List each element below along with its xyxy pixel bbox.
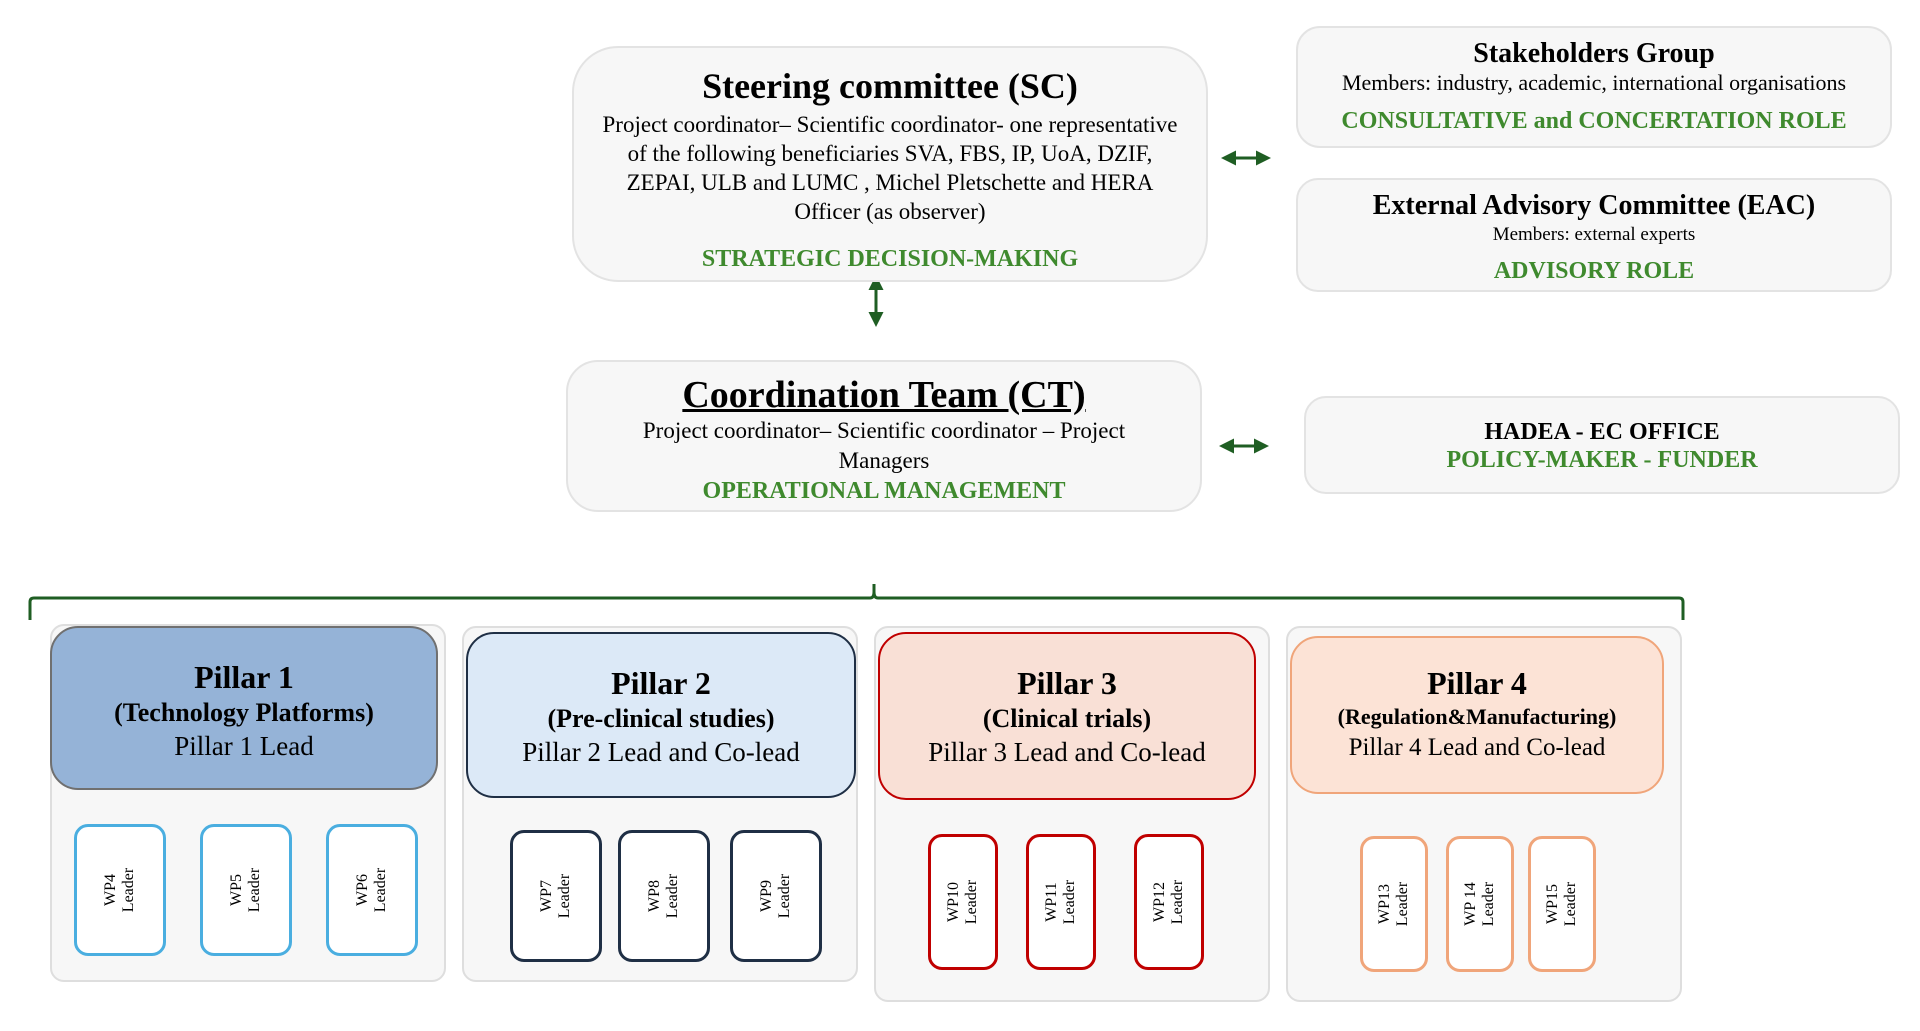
sc-title: Steering committee (SC) xyxy=(702,66,1078,106)
wp5-role: Leader xyxy=(246,867,263,913)
external-advisory-committee-box: External Advisory Committee (EAC) Member… xyxy=(1296,178,1892,292)
ct-description: Project coordinator– Scientific coordina… xyxy=(642,418,1126,473)
wp10-role: Leader xyxy=(963,879,980,925)
wp12-label: WP12 xyxy=(1151,882,1168,922)
wp12-role: Leader xyxy=(1169,879,1186,925)
pillar3-title: Pillar 3 xyxy=(1017,665,1117,701)
pillar1-subtitle: (Technology Platforms) xyxy=(114,698,374,727)
pillar3-subtitle: (Clinical trials) xyxy=(982,704,1152,733)
ct-title: Coordination Team (CT) xyxy=(682,374,1086,416)
hadea-title: HADEA - EC OFFICE xyxy=(1484,419,1720,445)
sg-title: Stakeholders Group xyxy=(1473,38,1715,69)
pillar4-title: Pillar 4 xyxy=(1427,665,1527,701)
ct-role: OPERATIONAL MANAGEMENT xyxy=(702,478,1066,504)
pillar2-header: Pillar 2 (Pre-clinical studies) Pillar 2… xyxy=(466,632,856,798)
pillar4-lead: Pillar 4 Lead and Co-lead xyxy=(1348,734,1606,761)
pillar4-subtitle: (Regulation&Manufacturing) xyxy=(1337,704,1617,729)
wp7-label: WP7 xyxy=(538,880,555,912)
pillar1-header: Pillar 1 (Technology Platforms) Pillar 1… xyxy=(50,626,438,790)
wp9-label: WP9 xyxy=(758,880,775,912)
pillar2-title: Pillar 2 xyxy=(611,665,711,701)
wp8-label: WP8 xyxy=(646,880,663,912)
eac-role: ADVISORY ROLE xyxy=(1493,258,1695,284)
pillar1-title: Pillar 1 xyxy=(194,659,294,695)
wp11-label: WP11 xyxy=(1043,882,1060,922)
eac-description: Members: external experts xyxy=(1492,224,1696,245)
coordination-team-box: Coordination Team (CT) Project coordinat… xyxy=(566,360,1202,512)
wp13-role: Leader xyxy=(1394,881,1411,927)
pillar3-header: Pillar 3 (Clinical trials) Pillar 3 Lead… xyxy=(878,632,1256,800)
sg-role: CONSULTATIVE and CONCERTATION ROLE xyxy=(1341,108,1847,134)
stakeholders-group-box: Stakeholders Group Members: industry, ac… xyxy=(1296,26,1892,148)
wp10-label: WP10 xyxy=(945,882,962,922)
wp15-label: WP15 xyxy=(1544,884,1561,924)
wp14-role: Leader xyxy=(1480,881,1497,927)
pillar4-header: Pillar 4 (Regulation&Manufacturing) Pill… xyxy=(1290,636,1664,794)
sc-description: Project coordinator– Scientific coordina… xyxy=(602,112,1178,224)
sc-role: STRATEGIC DECISION-MAKING xyxy=(701,246,1079,272)
pillar2-lead: Pillar 2 Lead and Co-lead xyxy=(522,737,800,767)
wp11-role: Leader xyxy=(1061,879,1078,925)
wp15-role: Leader xyxy=(1562,881,1579,927)
wp7-role: Leader xyxy=(556,873,573,919)
pillar1-lead: Pillar 1 Lead xyxy=(174,731,314,761)
wp6-label: WP6 xyxy=(354,874,371,906)
pillar2-subtitle: (Pre-clinical studies) xyxy=(547,704,775,733)
pillars-bracket xyxy=(28,584,1685,620)
steering-committee-box: Steering committee (SC) Project coordina… xyxy=(572,46,1208,282)
wp13-label: WP13 xyxy=(1376,884,1393,924)
hadea-role: POLICY-MAKER - FUNDER xyxy=(1446,447,1758,473)
wp4-label: WP4 xyxy=(102,874,119,906)
sg-description: Members: industry, academic, internation… xyxy=(1341,70,1847,95)
wp9-role: Leader xyxy=(776,873,793,919)
hadea-box: HADEA - EC OFFICE POLICY-MAKER - FUNDER xyxy=(1304,396,1900,494)
wp4-role: Leader xyxy=(120,867,137,913)
pillar3-lead: Pillar 3 Lead and Co-lead xyxy=(928,737,1206,767)
wp14-label: WP 14 xyxy=(1462,882,1479,926)
wp8-role: Leader xyxy=(664,873,681,919)
eac-title: External Advisory Committee (EAC) xyxy=(1372,190,1816,221)
wp5-label: WP5 xyxy=(228,874,245,906)
wp6-role: Leader xyxy=(372,867,389,913)
